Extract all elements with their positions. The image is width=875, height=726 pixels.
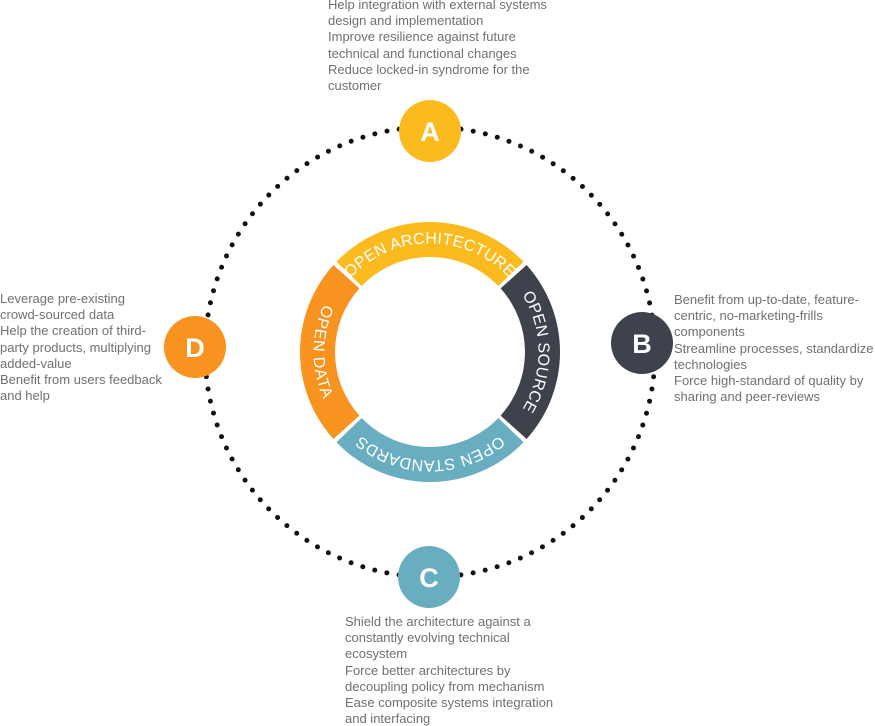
text-line: technologies [674,356,747,372]
text-line: sharing and peer-reviews [674,389,820,405]
ring-segment-standards [336,417,524,483]
text-line: Force better architectures by [345,662,511,678]
text-line: crowd-sourced data [0,307,115,323]
node-circle-d [164,316,226,378]
text-line: and help [0,388,50,404]
text-block-a: Help integration with external systems d… [328,0,547,94]
node-circle-b [611,312,673,374]
node-letter-a: A [420,117,440,147]
node-letter-c: C [419,563,439,593]
text-block-b: Benefit from up-to-date, feature- centri… [674,292,873,405]
ring-segment-source [500,265,561,439]
text-line: components [674,324,745,340]
text-line: Benefit from up-to-date, feature- [674,292,859,307]
letter-nodes: A B C D [164,100,673,608]
text-line: added-value [0,355,72,371]
text-line: Reduce locked-in syndrome for the [328,61,530,77]
text-block-d: Leverage pre-existing crowd-sourced data… [0,291,162,404]
text-line: Benefit from users feedback [0,372,162,388]
text-line: decoupling policy from mechanism [345,678,545,694]
text-line: centric, no-marketing-frills [674,308,823,324]
text-line: party products, multiplying [0,339,152,355]
text-line: constantly evolving technical [345,630,510,646]
text-line: technical and functional changes [328,45,517,61]
dotted-orbit [202,124,658,580]
node-circle-c [398,546,460,608]
node-letter-d: D [185,333,205,363]
ring-segment-architecture [336,221,524,287]
text-line: Ease composite systems integration [345,695,554,711]
text-line: design and implementation [328,13,484,29]
node-letter-b: B [632,329,652,359]
node-d: D [164,316,226,378]
text-line: Help integration with external systems [328,0,547,12]
text-line: and interfacing [345,711,431,726]
node-circle-a [399,100,461,162]
ring-segments [299,221,561,483]
text-block-c: Shield the architecture against a consta… [345,614,553,726]
node-c: C [398,546,460,608]
text-line: Leverage pre-existing [0,291,126,306]
node-a: A [399,100,461,162]
text-line: customer [328,78,382,94]
text-line: Force high-standard of quality by [674,373,864,389]
text-line: Streamline processes, standardize [674,340,874,356]
text-line: ecosystem [345,646,408,662]
ring-segment-data [299,265,360,439]
text-line: Shield the architecture against a [345,614,531,629]
text-line: Improve resilience against future [328,29,516,45]
node-b: B [611,312,673,374]
text-line: Help the creation of third- [0,323,146,339]
